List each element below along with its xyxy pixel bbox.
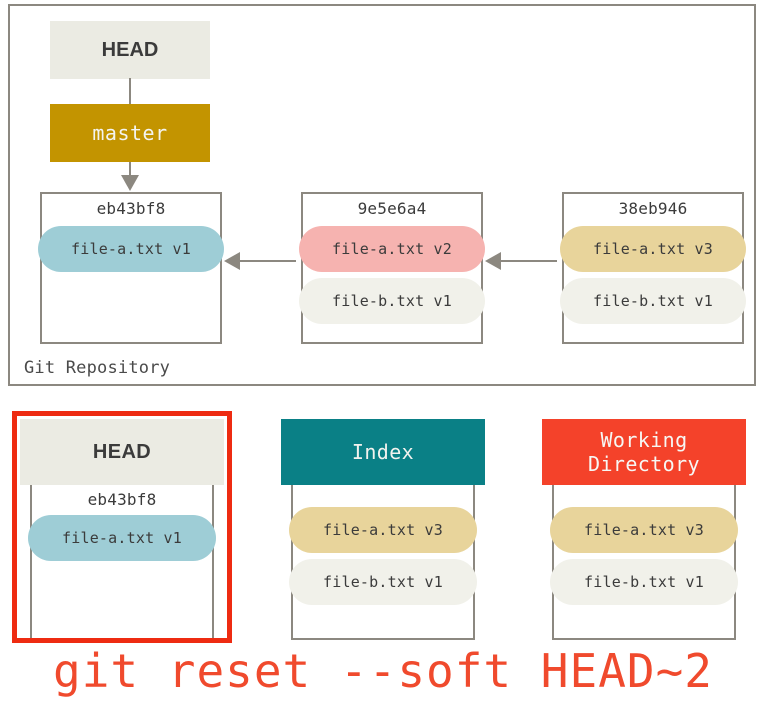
- connector-head-to-master: [129, 78, 131, 105]
- parent-link-line: [238, 260, 296, 262]
- commit-sha: 38eb946: [618, 199, 688, 218]
- parent-link-line: [499, 260, 557, 262]
- blob-pill: file-b.txt v1: [299, 278, 485, 324]
- head-ref-box[interactable]: HEAD: [50, 21, 210, 79]
- area-body-working-directory: file-a.txt v3 file-b.txt v1: [550, 485, 738, 640]
- area-header-working-directory: Working Directory: [542, 419, 746, 485]
- blob-stack: file-a.txt v2 file-b.txt v1: [299, 226, 485, 330]
- blob-pill: file-a.txt v3: [560, 226, 746, 272]
- commit-sha: eb43bf8: [96, 199, 166, 218]
- area-title: HEAD: [92, 441, 152, 463]
- area-column-index[interactable]: Index file-a.txt v3 file-b.txt v1: [281, 419, 485, 640]
- blob-stack: file-a.txt v3 file-b.txt v1: [289, 507, 477, 611]
- area-title-line1: Working: [600, 428, 688, 452]
- blob-pill: file-b.txt v1: [289, 559, 477, 605]
- commit-sha: 9e5e6a4: [357, 199, 427, 218]
- commit-box[interactable]: 9e5e6a4 file-a.txt v2 file-b.txt v1: [299, 192, 485, 344]
- command-caption: git reset --soft HEAD~2: [53, 644, 713, 698]
- area-header-index: Index: [281, 419, 485, 485]
- commit-box[interactable]: 38eb946 file-a.txt v3 file-b.txt v1: [560, 192, 746, 344]
- area-title: Index: [351, 440, 415, 464]
- area-sha: eb43bf8: [87, 490, 157, 509]
- blob-pill: file-a.txt v1: [28, 515, 216, 561]
- blob-pill: file-a.txt v3: [289, 507, 477, 553]
- blob-stack: file-a.txt v3 file-b.txt v1: [560, 226, 746, 330]
- head-ref-label: HEAD: [101, 38, 159, 61]
- arrow-left-icon: [224, 252, 240, 270]
- blob-pill: file-a.txt v1: [38, 226, 224, 272]
- area-body-head: eb43bf8 file-a.txt v1: [28, 485, 216, 640]
- area-body-index: file-a.txt v3 file-b.txt v1: [289, 485, 477, 640]
- blob-pill: file-b.txt v1: [560, 278, 746, 324]
- area-column-working-directory[interactable]: Working Directory file-a.txt v3 file-b.t…: [542, 419, 746, 640]
- arrow-left-icon: [485, 252, 501, 270]
- area-header-head: HEAD: [20, 419, 224, 485]
- blob-pill: file-a.txt v2: [299, 226, 485, 272]
- connector-master-to-commit: [129, 162, 131, 182]
- blob-stack: file-a.txt v3 file-b.txt v1: [550, 507, 738, 611]
- blob-stack: file-a.txt v1: [28, 515, 216, 567]
- blob-pill: file-b.txt v1: [550, 559, 738, 605]
- blob-pill: file-a.txt v3: [550, 507, 738, 553]
- git-repository-frame: HEAD master eb43bf8 file-a.txt v1 9e5e6a…: [8, 4, 756, 386]
- master-branch-box[interactable]: master: [50, 104, 210, 162]
- area-title-line2: Directory: [588, 452, 700, 476]
- commit-box[interactable]: eb43bf8 file-a.txt v1: [38, 192, 224, 344]
- master-ref-label: master: [92, 121, 168, 145]
- arrow-down-icon: [121, 175, 139, 191]
- area-column-head[interactable]: HEAD eb43bf8 file-a.txt v1: [20, 419, 224, 640]
- blob-stack: file-a.txt v1: [38, 226, 224, 278]
- git-repository-label: Git Repository: [24, 358, 171, 378]
